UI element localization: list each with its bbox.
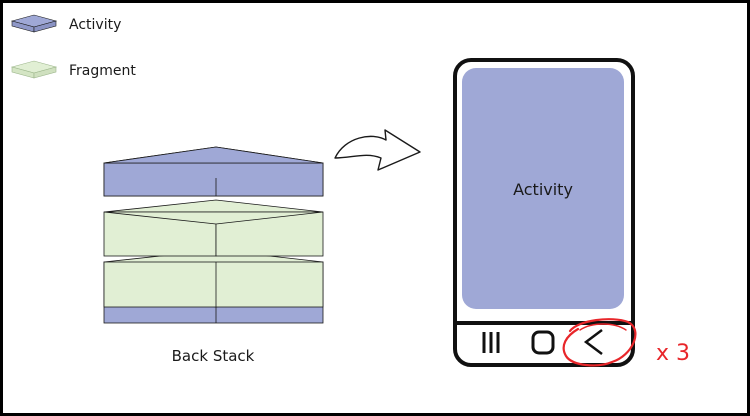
recents-icon (482, 332, 500, 353)
legend-item-activity: Activity (10, 14, 121, 33)
stack-layer-activity-top (103, 146, 324, 197)
legend-label-activity: Activity (69, 17, 121, 33)
smartphone-icon: Activity (453, 58, 635, 367)
home-icon (531, 330, 555, 355)
layer-icon (10, 60, 58, 79)
back-press-count: x 3 (656, 341, 690, 366)
phone-screen (462, 68, 624, 309)
recents-button[interactable] (482, 332, 500, 353)
legend: Activity Fragment (10, 14, 136, 79)
layer-icon (10, 14, 58, 33)
legend-label-fragment: Fragment (69, 63, 136, 79)
stack-layer-fragment-1 (103, 199, 324, 257)
phone-screen-label: Activity (513, 180, 573, 199)
back-stack-label: Back Stack (172, 347, 255, 365)
back-icon (583, 329, 603, 355)
back-button-highlight (562, 318, 637, 367)
stack-layer-fragment-2 (103, 249, 324, 308)
legend-item-fragment: Fragment (10, 60, 136, 79)
back-button[interactable] (583, 329, 603, 355)
curved-arrow-icon (334, 129, 421, 171)
home-button[interactable] (531, 330, 555, 355)
back-stack: Back Stack (103, 146, 324, 365)
